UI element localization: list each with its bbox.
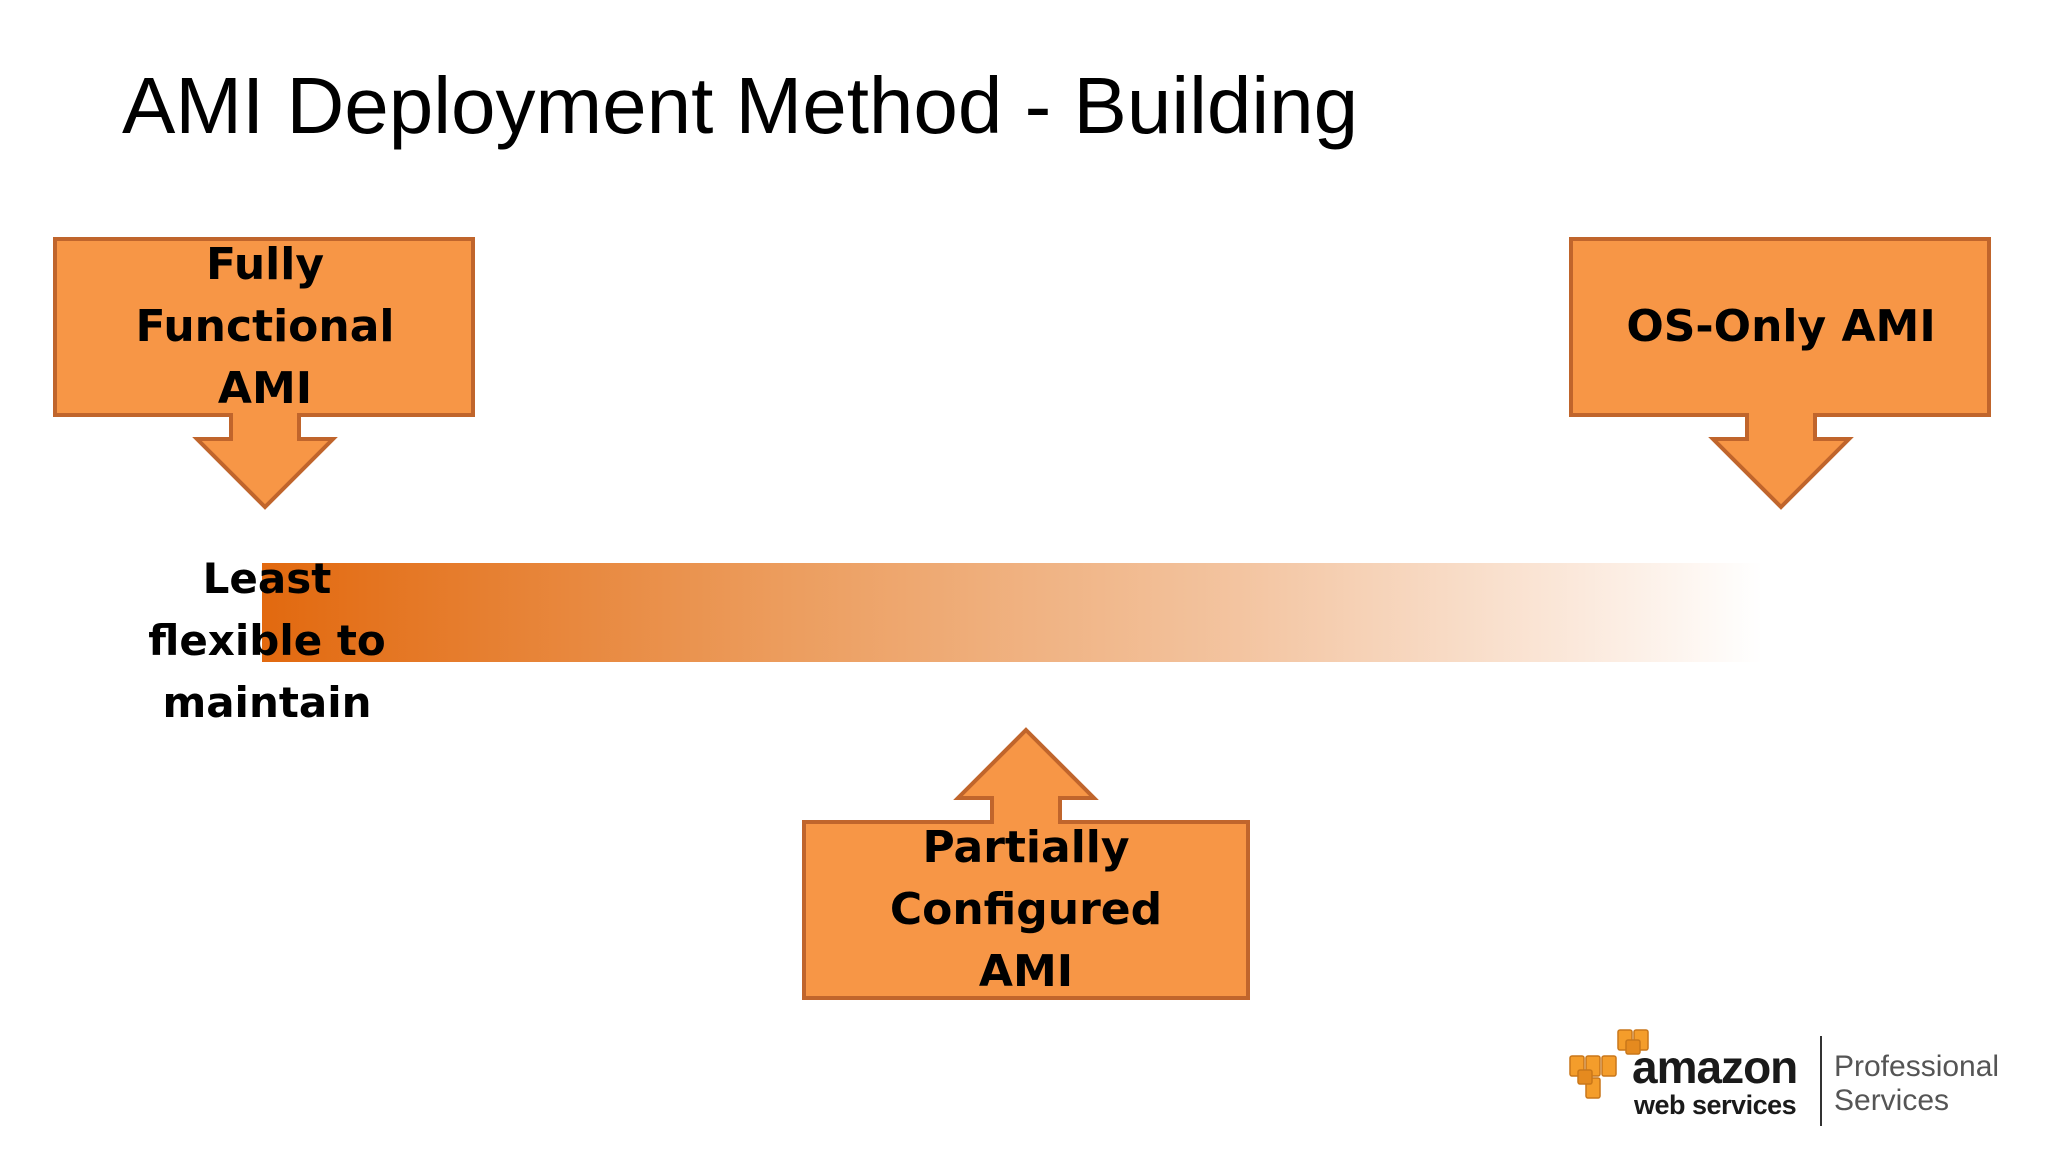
callout-label: OS-Only AMI [1626, 301, 1936, 352]
down-arrow-callout-shape [1569, 237, 1991, 510]
up-arrow-callout-shape [802, 727, 1250, 1000]
callout-label: Fully Functional AMI [135, 239, 395, 414]
slide-title: AMI Deployment Method - Building [122, 61, 1359, 150]
down-arrow-callout-shape [53, 237, 475, 510]
logo-divider [1820, 1036, 1822, 1126]
gradient-fill [262, 563, 1762, 662]
callout-os-only-ami: OS-Only AMI [1569, 237, 1993, 510]
callout-fully-functional-ami: Fully Functional AMI [53, 237, 477, 510]
logo-professional-text: Professional [1834, 1050, 2000, 1083]
callout-partially-configured-ami: Partially Configured AMI [802, 727, 1250, 1000]
aws-professional-services-logo: amazon web services Professional Service… [1568, 1026, 1999, 1130]
logo-amazon-text: amazon [1632, 1041, 1798, 1093]
aws-cubes-icon [1569, 1029, 1649, 1099]
flexibility-gradient-bar [262, 563, 1762, 662]
callout-label: Partially Configured AMI [889, 822, 1163, 997]
least-flexible-label: Least flexible to maintain [148, 554, 386, 727]
logo-web-services-text: web services [1634, 1090, 1797, 1120]
logo-professional-services: Professional Services [1834, 1050, 1999, 1118]
logo-services-text: Services [1834, 1084, 1950, 1117]
